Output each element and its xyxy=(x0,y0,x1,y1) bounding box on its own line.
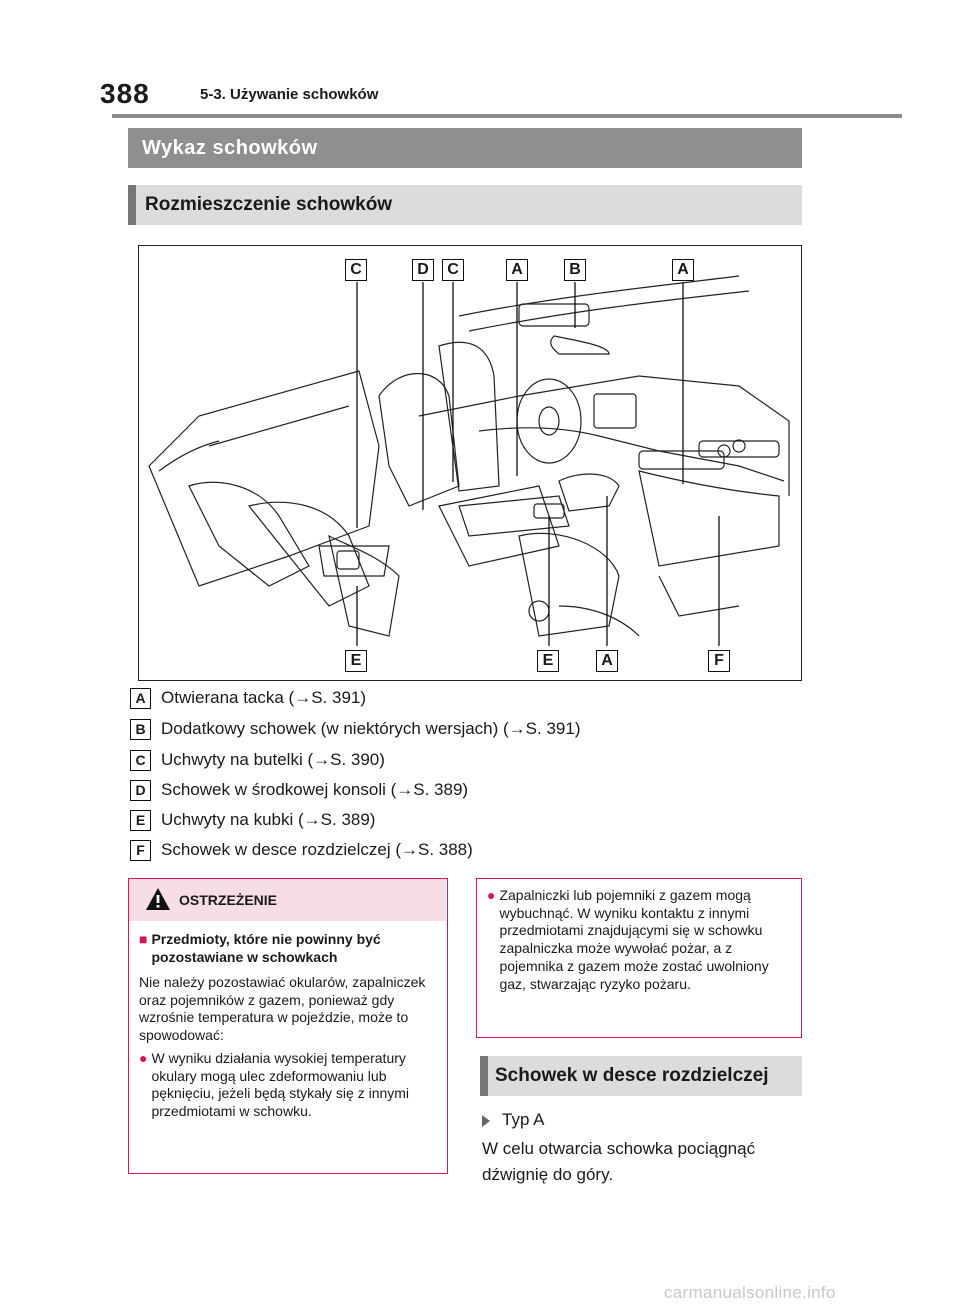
circle-bullet-icon: ● xyxy=(487,887,496,903)
warning-body: ■ Przedmioty, które nie powinny być pozo… xyxy=(139,931,439,1120)
warning-box: OSTRZEŻENIE ■ Przedmioty, które nie powi… xyxy=(128,878,448,1174)
subsection-marker xyxy=(128,185,136,225)
callout-bottom-2: E xyxy=(537,650,559,672)
callout-bottom-3: A xyxy=(596,650,618,672)
watermark: carmanualsonline.info xyxy=(664,1283,836,1302)
warning-title: OSTRZEŻENIE xyxy=(179,892,278,908)
legend-text: Otwierana tacka (→S. 391) xyxy=(161,688,367,707)
legend-key: D xyxy=(130,780,151,801)
legend-text: Uchwyty na butelki (→S. 390) xyxy=(161,750,385,769)
warning-header: OSTRZEŻENIE xyxy=(129,879,446,921)
glovebox-title: Schowek w desce rozdzielczej xyxy=(495,1065,769,1086)
car-interior-illustration xyxy=(148,275,790,646)
warning-bullet-1: W wyniku działania wysokiej temperatury … xyxy=(151,1050,410,1119)
triangle-bullet-icon xyxy=(482,1114,490,1127)
section-title-bar: Wykaz schowków xyxy=(128,128,802,168)
header-rule xyxy=(112,114,902,118)
callout-bottom-4: F xyxy=(708,650,730,672)
legend-key: C xyxy=(130,750,151,771)
legend-key: E xyxy=(130,810,151,831)
legend-key: B xyxy=(130,719,151,740)
callout-top-1: C xyxy=(345,259,367,281)
warning-bullet-2: Zapalniczki lub pojemniki z gazem mogą w… xyxy=(499,887,769,992)
callout-top-3: C xyxy=(442,259,464,281)
legend-key: F xyxy=(130,840,151,861)
type-label: Typ A xyxy=(502,1110,545,1129)
warning-continued-body: ● Zapalniczki lub pojemniki z gazem mogą… xyxy=(487,887,793,993)
type-line: Typ A xyxy=(482,1110,545,1130)
callout-bottom-1: E xyxy=(345,650,367,672)
warning-box-continued: ● Zapalniczki lub pojemniki z gazem mogą… xyxy=(476,878,802,1038)
circle-bullet-icon: ● xyxy=(139,1050,148,1066)
running-title: 5-3. Używanie schowków xyxy=(200,86,379,103)
callout-top-5: B xyxy=(564,259,586,281)
subsection-title-bar: Rozmieszczenie schowków xyxy=(128,185,802,225)
warning-paragraph: Nie należy pozostawiać okularów, zapalni… xyxy=(139,974,426,1043)
legend-key: A xyxy=(130,688,151,709)
callout-top-4: A xyxy=(506,259,528,281)
legend-text: Dodatkowy schowek (w niektórych wersjach… xyxy=(161,719,581,738)
legend-text: Uchwyty na kubki (→S. 389) xyxy=(161,810,376,829)
square-bullet-icon: ■ xyxy=(139,931,148,947)
interior-diagram: C D C A B A E E A F xyxy=(138,245,802,681)
warning-icon xyxy=(146,888,170,910)
section-title: Wykaz schowków xyxy=(142,137,318,159)
legend-text: Schowek w desce rozdzielczej (→S. 388) xyxy=(161,840,473,859)
warning-heading: Przedmioty, które nie powinny być pozost… xyxy=(151,931,381,965)
subsection-marker xyxy=(480,1056,488,1096)
glovebox-instruction: W celu otwarcia schowka pociągnąć dźwign… xyxy=(482,1139,756,1184)
glovebox-title-bar: Schowek w desce rozdzielczej xyxy=(480,1056,802,1096)
legend-text: Schowek w środkowej konsoli (→S. 389) xyxy=(161,780,469,799)
page-number: 388 xyxy=(100,78,150,109)
subsection-title: Rozmieszczenie schowków xyxy=(145,194,393,215)
callout-top-2: D xyxy=(412,259,434,281)
callout-top-6: A xyxy=(672,259,694,281)
